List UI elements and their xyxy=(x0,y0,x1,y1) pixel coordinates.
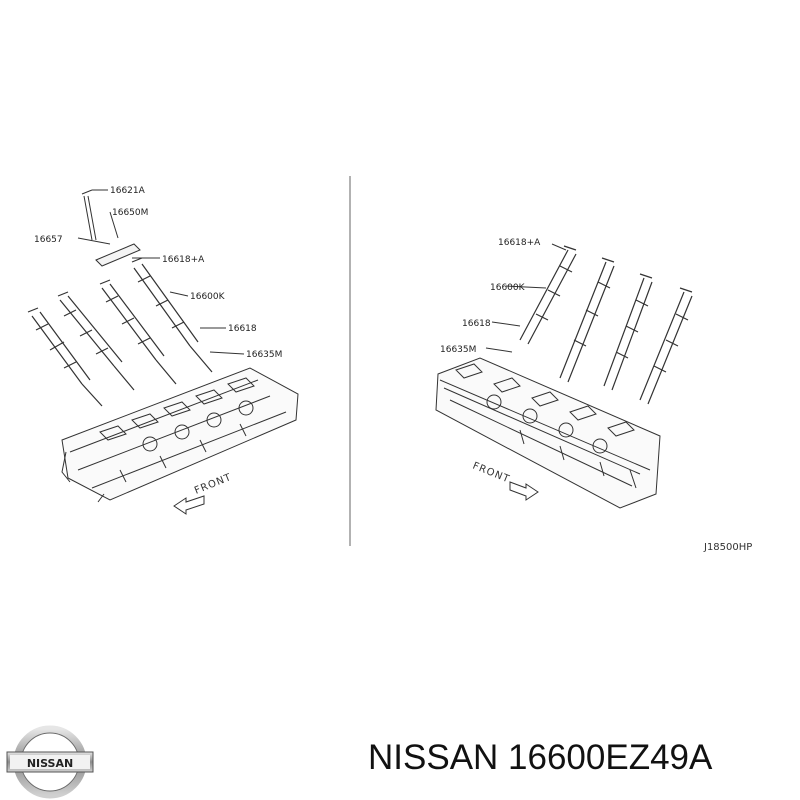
left-cylinder-head xyxy=(61,367,299,503)
part-number-title: NISSAN 16600EZ49A xyxy=(368,738,713,777)
right-front-arrow xyxy=(509,481,539,501)
callout-right-16600K: 16600K xyxy=(490,283,526,293)
left-front-label: FRONT xyxy=(193,472,233,497)
left-injectors xyxy=(27,257,213,407)
callout-right-16635M: 16635M xyxy=(440,345,476,355)
right-injectors xyxy=(519,245,693,405)
callout-16621A: 16621A xyxy=(110,186,146,196)
callout-16618-plus-a: 16618+A xyxy=(162,255,205,265)
nissan-logo: NISSAN xyxy=(6,725,94,799)
diagram-ref-code: J18500HP xyxy=(703,542,752,553)
callout-16650M: 16650M xyxy=(112,208,148,218)
callout-16600K: 16600K xyxy=(190,292,226,302)
callout-right-16618-plus-a: 16618+A xyxy=(498,238,541,248)
callout-16635M: 16635M xyxy=(246,350,282,360)
left-view xyxy=(27,189,299,515)
left-front-arrow xyxy=(173,495,205,515)
right-cylinder-head xyxy=(435,357,661,509)
callout-16618: 16618 xyxy=(228,324,257,334)
callout-16657: 16657 xyxy=(34,235,63,245)
right-view xyxy=(435,243,693,509)
left-clamp xyxy=(81,189,141,267)
right-front-label: FRONT xyxy=(471,461,511,486)
callout-right-16618: 16618 xyxy=(462,319,491,329)
logo-wordmark: NISSAN xyxy=(27,757,73,770)
